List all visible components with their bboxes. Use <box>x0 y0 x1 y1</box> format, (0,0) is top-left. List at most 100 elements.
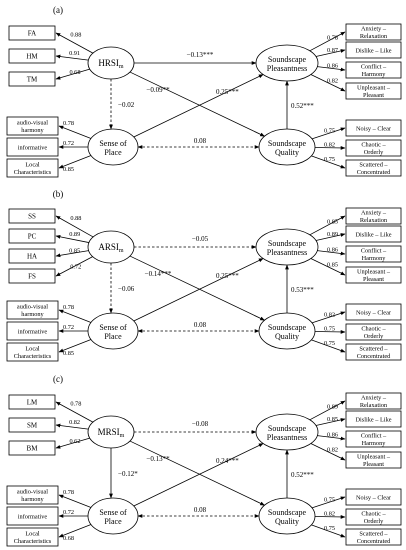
indicator-label: Concentrated <box>357 538 391 545</box>
loading-value: 0.68 <box>69 69 80 76</box>
loading-arrow <box>311 155 346 169</box>
path-coefficient: −0.08 <box>192 420 209 428</box>
sense-of-place-label: Place <box>104 332 122 341</box>
indicator-box <box>6 527 59 547</box>
indicator-box <box>345 225 402 243</box>
loading-arrow <box>55 437 90 449</box>
loading-arrow <box>315 418 346 426</box>
indicator-label: Harmony <box>362 255 387 262</box>
soundscape-pleasantness-label: Pleasantness <box>267 433 307 442</box>
indicator-box <box>6 137 59 157</box>
indicator-label: HM <box>26 53 38 61</box>
indicator-label: Orderly <box>364 333 384 340</box>
sense-of-place-label: Place <box>104 517 122 526</box>
indicator-box <box>345 266 402 284</box>
latent-subscript: m <box>119 64 124 70</box>
indicator-label: Characteristics <box>14 353 52 360</box>
indicator-box <box>345 488 402 506</box>
indicator-box <box>8 440 56 456</box>
indicator-label: BM <box>27 445 39 453</box>
path-coefficient: 0.24*** <box>216 457 239 465</box>
loading-arrow <box>310 443 346 461</box>
loading-arrow <box>315 233 346 241</box>
loading-arrow <box>55 54 89 61</box>
indicator-box <box>6 158 59 178</box>
indicator-label: Relaxation <box>360 217 388 224</box>
path-coefficient: 0.53*** <box>291 286 314 294</box>
indicator-label: informative <box>18 329 48 336</box>
indicator-box <box>345 508 402 526</box>
latent-subscript: m <box>120 433 125 439</box>
loading-arrow <box>58 125 92 139</box>
soundscape-pleasantness-label: Soundscape <box>268 424 307 433</box>
loading-value: 0.82 <box>324 142 335 149</box>
indicator-label: Conflict – <box>361 433 387 440</box>
indicator-label: SM <box>27 422 38 430</box>
indicator-label: FS <box>28 273 36 281</box>
loading-arrow <box>58 524 92 538</box>
path-coefficient: 0.25*** <box>216 272 239 280</box>
indicator-label: Conflict – <box>361 248 387 255</box>
indicator-box <box>345 245 402 263</box>
loading-value: 0.72 <box>63 509 74 516</box>
loading-arrow <box>311 339 346 353</box>
indicator-label: harmony <box>21 496 44 503</box>
loading-arrow <box>317 435 346 441</box>
indicator-label: HA <box>27 253 37 261</box>
sense-of-place-label: Sense of <box>99 139 127 148</box>
latent-construct-label: MRSIm <box>98 427 125 439</box>
path-latent-to-quality <box>129 71 265 137</box>
loading-value: 0.72 <box>63 140 74 147</box>
loading-value: 0.75 <box>324 156 335 163</box>
indicator-box <box>345 410 402 428</box>
indicator-label: informative <box>18 514 48 521</box>
indicator-label: Relaxation <box>360 402 388 409</box>
indicator-box <box>345 207 402 225</box>
indicator-box <box>345 528 402 546</box>
indicator-box <box>6 321 59 341</box>
soundscape-pleasantness-label: Soundscape <box>268 55 307 64</box>
loading-value: 0.78 <box>63 120 74 127</box>
indicator-label: LM <box>27 399 38 407</box>
loading-arrow <box>55 68 90 80</box>
sense-of-place-label: Sense of <box>99 508 127 517</box>
path-coefficient: 0.52*** <box>291 102 314 110</box>
indicator-label: Dislike – Like <box>355 232 391 239</box>
loading-value: 0.86 <box>327 431 338 438</box>
loading-value: 0.82 <box>327 78 338 85</box>
indicator-box <box>345 343 402 361</box>
panel-label: (a) <box>53 5 63 15</box>
loading-value: 0.85 <box>69 248 80 255</box>
indicator-label: Anxiety – <box>361 26 387 33</box>
latent-name: MRSI <box>98 427 120 437</box>
indicator-label: Unpleasant – <box>357 85 391 92</box>
indicator-label: Anxiety – <box>361 395 387 402</box>
indicator-box <box>345 303 402 321</box>
indicator-label: Scattered – <box>359 346 388 353</box>
loading-value: 0.62 <box>69 438 80 445</box>
loading-value: 0.85 <box>327 262 338 269</box>
loading-value: 0.78 <box>63 489 74 496</box>
loading-arrow <box>55 401 94 423</box>
indicator-label: harmony <box>21 127 44 134</box>
path-coefficient: −0.09** <box>146 86 170 94</box>
latent-subscript: m <box>119 248 124 254</box>
indicator-label: Orderly <box>364 149 384 156</box>
indicator-label: Harmony <box>362 440 387 447</box>
indicator-box <box>345 323 402 341</box>
latent-name: ARSI <box>98 242 119 252</box>
path-latent-to-quality <box>129 255 265 321</box>
indicator-label: audio-visual <box>17 489 48 496</box>
indicator-label: Unpleasant – <box>357 454 391 461</box>
indicator-label: Chaotic – <box>361 142 386 149</box>
indicator-label: Scattered – <box>359 531 388 538</box>
loading-value: 0.89 <box>327 403 338 410</box>
loading-value: 0.87 <box>327 47 338 54</box>
indicator-box <box>8 208 56 224</box>
indicator-label: FA <box>28 30 36 38</box>
soundscape-quality-label: Quality <box>275 517 299 526</box>
loading-arrow <box>58 309 92 323</box>
